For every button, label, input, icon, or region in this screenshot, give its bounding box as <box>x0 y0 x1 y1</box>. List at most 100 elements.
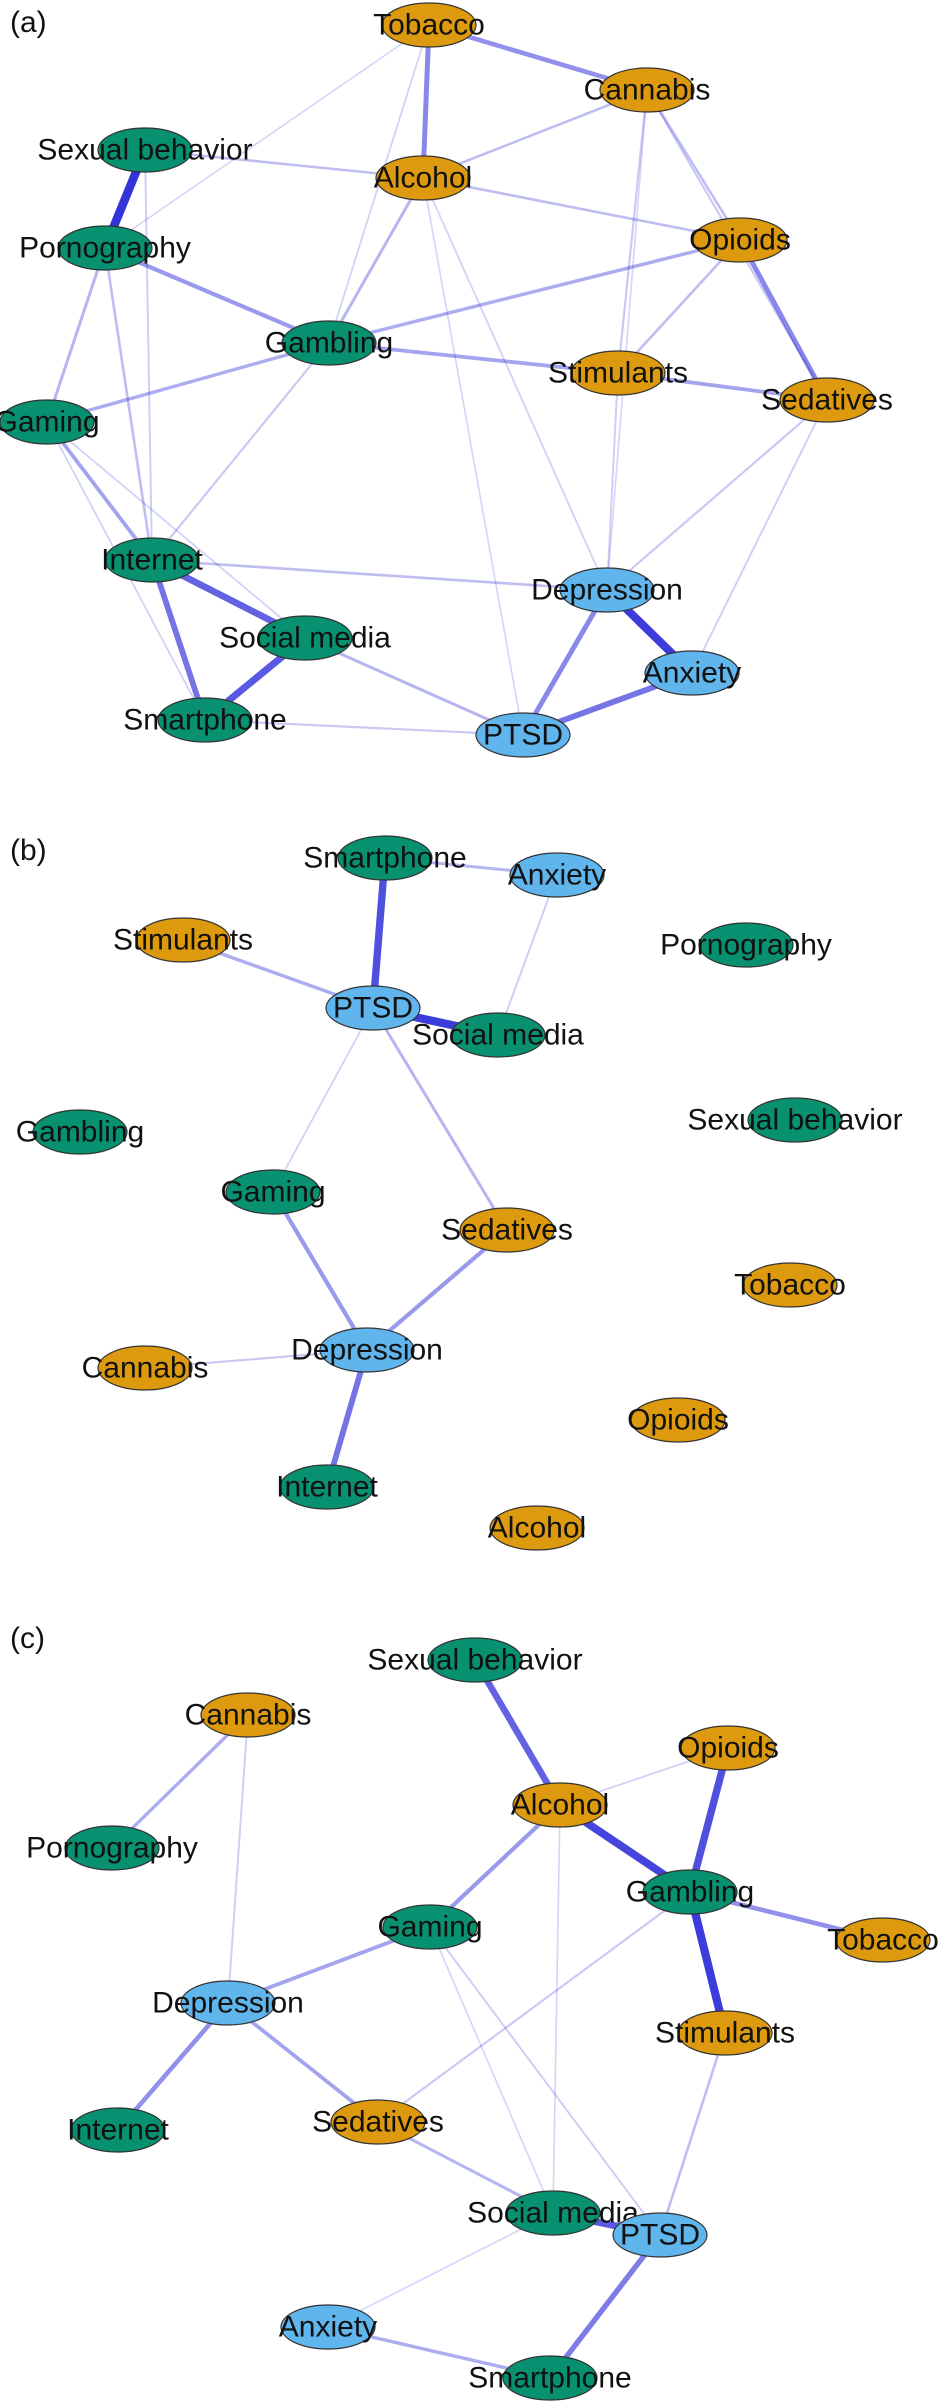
node-label-smartphone: Smartphone <box>468 2362 631 2395</box>
node-social: Social media <box>219 615 391 661</box>
node-label-sexual: Sexual behavior <box>687 1104 902 1137</box>
edge-gambling-opioids <box>327 238 742 345</box>
node-internet: Internet <box>67 2107 170 2153</box>
panel-label-c: (c) <box>10 1622 45 1655</box>
node-label-smartphone: Smartphone <box>303 842 466 875</box>
edge-depression-internet <box>115 2000 231 2133</box>
node-ellipse-sedatives <box>459 1207 555 1253</box>
edge-depression-internet <box>324 1347 370 1490</box>
node-label-gaming: Gaming <box>377 1911 482 1944</box>
node-label-opioids: Opioids <box>689 224 791 257</box>
node-ellipse-opioids <box>680 1725 776 1771</box>
panel-label-a: (a) <box>10 6 47 39</box>
node-internet: Internet <box>101 537 204 583</box>
node-gambling: Gambling <box>265 320 393 366</box>
edge-gambling-gaming <box>45 341 331 424</box>
node-label-gambling: Gambling <box>626 1876 754 1909</box>
node-alcohol: Alcohol <box>488 1505 586 1551</box>
node-ellipse-gaming <box>225 1169 321 1215</box>
node-ellipse-porn <box>57 225 153 271</box>
node-gaming: Gaming <box>377 1904 483 1950</box>
node-ellipse-stimulants <box>135 917 231 963</box>
edge-porn-tobacco <box>104 24 430 249</box>
edge-opioids-gambling <box>686 1744 732 1896</box>
node-gaming: Gaming <box>220 1169 326 1215</box>
node-ellipse-sedatives <box>779 377 875 423</box>
edge-cannabis-opioids <box>645 88 742 242</box>
edge-cannabis-depression <box>227 1714 249 2004</box>
edge-ptsd-gaming <box>272 1007 374 1193</box>
node-ellipse-smartphone <box>157 697 253 743</box>
node-ellipse-internet <box>279 1464 375 1510</box>
node-ellipse-opioids <box>630 1397 726 1443</box>
node-label-tobacco: Tobacco <box>373 9 485 42</box>
node-label-depression: Depression <box>291 1334 443 1367</box>
node-label-gaming: Gaming <box>220 1176 325 1209</box>
edge-depression-sedatives <box>226 2001 380 2124</box>
node-tobacco: Tobacco <box>373 2 485 48</box>
node-label-opioids: Opioids <box>677 1732 779 1765</box>
node-ellipse-alcohol <box>512 1782 608 1828</box>
node-label-sedatives: Sedatives <box>312 2106 444 2139</box>
node-ellipse-sexual <box>97 127 193 173</box>
node-ellipse-gambling <box>281 320 377 366</box>
node-ellipse-depression <box>319 1327 415 1373</box>
node-ellipse-opioids <box>692 217 788 263</box>
node-ellipse-tobacco <box>742 1262 838 1308</box>
node-label-cannabis: Cannabis <box>584 74 711 107</box>
nodes-c: Sexual behaviorCannabisOpioidsAlcoholPor… <box>26 1637 939 2401</box>
node-ellipse-alcohol <box>375 155 471 201</box>
node-tobacco: Tobacco <box>827 1917 939 1963</box>
node-label-alcohol: Alcohol <box>374 162 472 195</box>
node-alcohol: Alcohol <box>374 155 472 201</box>
node-ellipse-internet <box>104 537 200 583</box>
node-smartphone: Smartphone <box>303 835 467 881</box>
node-ellipse-ptsd <box>325 985 421 1031</box>
node-ellipse-gaming <box>382 1904 478 1950</box>
node-depression: Depression <box>291 1327 443 1373</box>
edge-sedatives-depression <box>364 1227 510 1353</box>
node-ellipse-depression <box>180 1980 276 2026</box>
node-ellipse-cannabis <box>97 1345 193 1391</box>
edge-ptsd-smartphone <box>547 2232 663 2381</box>
edge-alcohol-ptsd <box>422 177 524 736</box>
node-label-gambling: Gambling <box>16 1116 144 1149</box>
node-anxiety: Anxiety <box>643 650 741 696</box>
node-sexual: Sexual behavior <box>367 1637 583 1683</box>
node-label-ptsd: PTSD <box>333 992 413 1025</box>
node-ellipse-anxiety <box>644 650 740 696</box>
node-label-cannabis: Cannabis <box>82 1352 209 1385</box>
edge-social-ptsd <box>303 636 525 737</box>
edge-smartphone-ptsd <box>203 718 525 737</box>
node-gambling: Gambling <box>16 1109 144 1155</box>
node-cannabis: Cannabis <box>584 67 711 113</box>
edge-tobacco-alcohol <box>420 22 432 181</box>
node-ellipse-porn <box>64 1825 160 1871</box>
node-ellipse-cannabis <box>599 67 695 113</box>
edge-porn-gambling <box>102 245 332 346</box>
edge-smartphone-ptsd <box>369 854 389 1012</box>
edge-ptsd-sedatives <box>371 1006 509 1232</box>
node-label-stimulants: Stimulants <box>548 357 688 390</box>
node-anxiety: Anxiety <box>508 852 606 898</box>
node-label-depression: Depression <box>152 1987 304 2020</box>
node-tobacco: Tobacco <box>734 1262 846 1308</box>
edge-sedatives-anxiety <box>691 399 828 674</box>
edge-opioids-stimulants <box>616 238 742 375</box>
node-label-sexual: Sexual behavior <box>367 1644 582 1677</box>
node-ellipse-sedatives <box>330 2099 426 2145</box>
node-ellipse-anxiety <box>509 852 605 898</box>
node-ptsd: PTSD <box>325 985 421 1031</box>
edge-ptsd-depression <box>520 587 610 738</box>
node-opioids: Opioids <box>677 1725 779 1771</box>
node-stimulants: Stimulants <box>113 917 253 963</box>
node-ellipse-smartphone <box>337 835 433 881</box>
edge-gambling-stimulants <box>685 1887 730 2038</box>
node-social: Social media <box>467 2190 639 2236</box>
node-ellipse-gambling <box>32 1109 128 1155</box>
node-label-cannabis: Cannabis <box>185 1699 312 1732</box>
node-opioids: Opioids <box>689 217 791 263</box>
